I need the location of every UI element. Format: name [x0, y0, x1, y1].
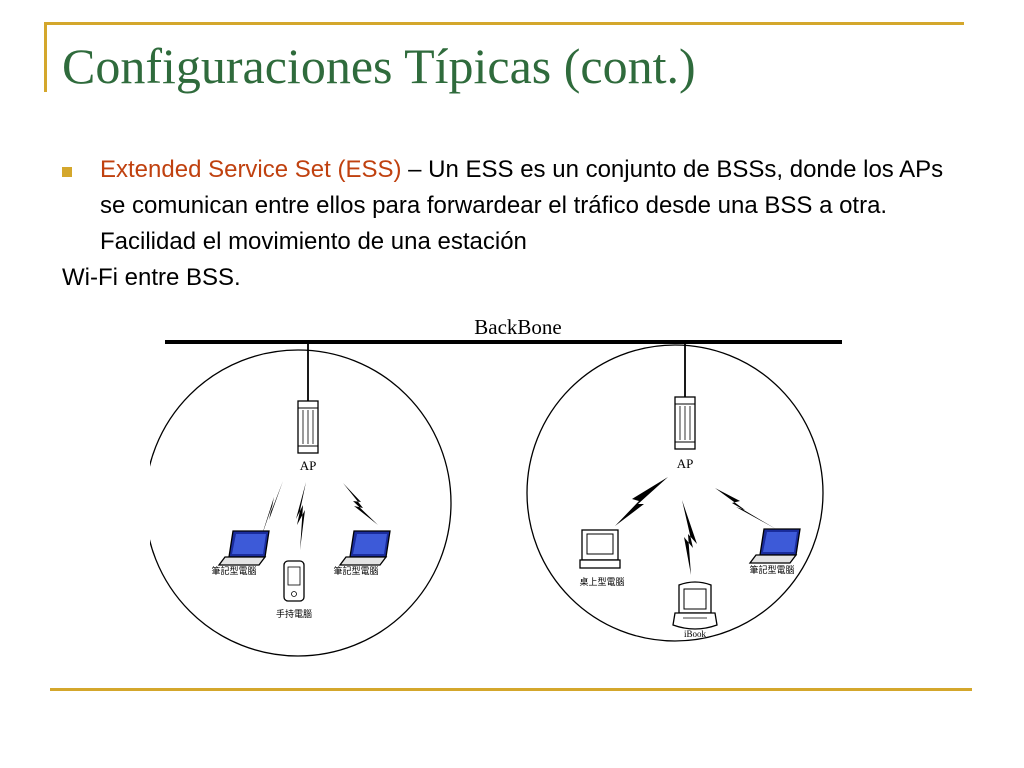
left-accent-line — [44, 22, 47, 92]
bss-left-device-label-3: 筆記型電腦 — [333, 565, 378, 576]
wireless-signal-icon — [615, 477, 668, 526]
bullet-term: Extended Service Set (ESS) — [100, 156, 402, 183]
slide-title: Configuraciones Típicas (cont.) — [62, 38, 696, 94]
laptop-icon — [339, 530, 391, 566]
bss-right: AP 桌上型電腦 iBook 筆記型電腦 — [526, 342, 824, 642]
bss-left: AP 筆記型電腦 手持電腦 筆記型電腦 — [150, 342, 452, 657]
bss-right-device-label-1: 桌上型電腦 — [579, 576, 624, 587]
bss-right-device-label-3: 筆記型電腦 — [749, 564, 794, 575]
wireless-signal-icon — [296, 482, 306, 550]
bottom-accent-line — [50, 688, 972, 691]
bss-left-coverage-circle — [150, 349, 452, 657]
bss-left-device-label-2: 手持電腦 — [276, 608, 312, 619]
access-point-icon — [297, 400, 319, 454]
pda-icon — [283, 560, 305, 602]
wireless-signal-icon — [343, 483, 378, 525]
bss-right-ap-label: AP — [677, 456, 694, 471]
laptop-icon — [218, 530, 270, 566]
bss-right-coverage-circle — [526, 344, 824, 642]
bullet-paragraph: Extended Service Set (ESS) – Un ESS es u… — [100, 152, 960, 260]
bss-left-ap-label: AP — [300, 458, 317, 473]
desktop-computer-icon — [579, 529, 621, 569]
backbone-label: BackBone — [474, 315, 561, 339]
bss-right-device-label-2: iBook — [684, 629, 707, 639]
laptop-icon — [749, 528, 801, 564]
top-accent-line — [44, 22, 964, 25]
wireless-signal-icon — [260, 481, 283, 541]
ibook-icon — [672, 581, 718, 630]
wireless-signal-icon — [715, 488, 776, 529]
bullet-continuation: Wi-Fi entre BSS. — [62, 264, 241, 291]
bss-left-device-label-1: 筆記型電腦 — [211, 565, 256, 576]
bullet-body: – Un ESS es un conjunto de BSSs, donde l… — [100, 156, 944, 255]
access-point-icon — [674, 396, 696, 450]
wireless-signal-icon — [682, 500, 697, 575]
bullet-marker — [62, 167, 72, 177]
ess-diagram: BackBone AP 筆記型電腦 手持電腦 筆記型電腦 AP 桌上型 — [150, 315, 842, 657]
